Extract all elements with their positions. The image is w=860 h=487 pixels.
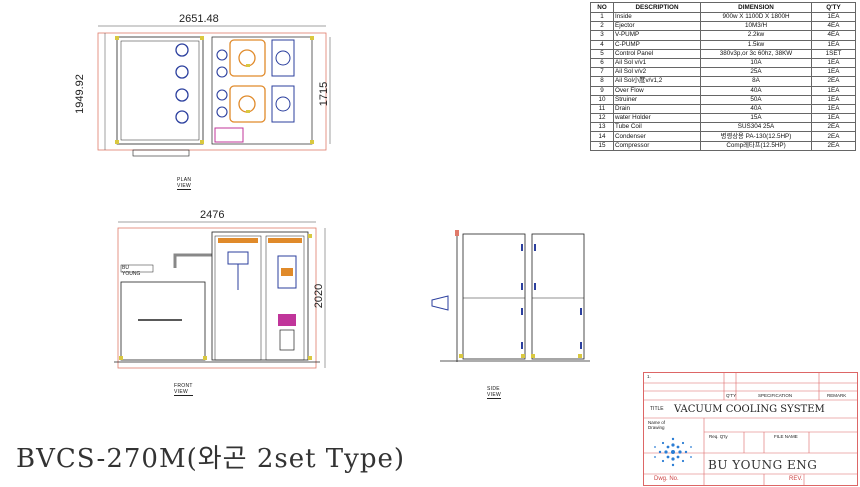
- bom-cell-qty: 2EA: [811, 140, 856, 151]
- bom-cell-dimension: 10A: [700, 57, 812, 69]
- bom-cell-description: Ail Sol小度v/v1,2: [613, 76, 701, 87]
- plan-width-dimension: 2651.48: [179, 13, 219, 25]
- bom-header-dimension: DIMENSION: [700, 2, 812, 13]
- rev-label: REV.: [789, 476, 803, 482]
- bom-cell-description: V-PUMP: [613, 30, 701, 41]
- bom-cell-qty: 1EA: [811, 94, 856, 105]
- bom-cell-dimension: SUS304 25A: [700, 122, 812, 133]
- title-label: TITLE: [650, 406, 664, 412]
- bom-cell-description: Ail Sol v/v2: [613, 67, 701, 78]
- bom-cell-qty: 1EA: [811, 11, 856, 23]
- front-view-label: FRONT VIEW: [174, 383, 193, 396]
- bom-cell-qty: 4EA: [811, 21, 856, 32]
- bom-cell-qty: 1EA: [811, 67, 856, 78]
- company-logo: [654, 437, 692, 467]
- bom-cell-dimension: 8A: [700, 76, 812, 87]
- bom-cell-qty: 1EA: [811, 85, 856, 96]
- specification-header: SPECIFICATION: [758, 393, 793, 398]
- bom-cell-dimension: 2.2kw: [700, 30, 812, 41]
- bom-cell-dimension: 50A: [700, 94, 812, 105]
- model-title: BVCS-270M(와곤 2set Type): [16, 444, 406, 474]
- qty-header: Q'TY: [726, 393, 737, 398]
- bom-cell-description: Struiner: [613, 94, 701, 105]
- bom-cell-qty: 1EA: [811, 39, 856, 50]
- bom-cell-description: Ejector: [613, 21, 701, 32]
- bom-cell-qty: 1EA: [811, 113, 856, 124]
- bom-header-description: DESCRIPTION: [613, 2, 701, 13]
- bom-cell-description: Control Panel: [613, 48, 701, 59]
- bom-cell-description: C-PUMP: [613, 39, 701, 50]
- bom-cell-description: Drain: [613, 103, 701, 115]
- bom-cell-qty: 4EA: [811, 30, 856, 41]
- file-name-label: FILE NAME: [774, 434, 798, 439]
- bom-cell-description: Tube Coil: [613, 122, 701, 133]
- bom-cell-dimension: 병령상용 PA-130(12.5HP): [700, 131, 812, 142]
- plan-view-label: PLAN VIEW: [177, 177, 192, 190]
- remark-header: REMARK: [827, 393, 847, 398]
- bom-cell-dimension: 900w X 1100D X 1800H: [700, 11, 812, 23]
- bom-cell-description: Ail Sol v/v1: [613, 57, 701, 69]
- bom-cell-description: water Holder: [613, 113, 701, 124]
- bom-cell-qty: 2EA: [811, 122, 856, 133]
- company-name: BU YOUNG ENG: [708, 458, 818, 472]
- bom-cell-description: Compressor: [613, 140, 701, 151]
- dwg-no-label: Dwg. No.: [654, 476, 679, 482]
- bom-cell-dimension: 1.5kw: [700, 39, 812, 50]
- req-qty-label: Req. Q'ty: [709, 434, 728, 439]
- bom-cell-dimension: 40A: [700, 85, 812, 96]
- bom-cell-qty: 2EA: [811, 76, 856, 87]
- bom-cell-description: Over Flow: [613, 85, 701, 96]
- bom-header-qty: Q'TY: [811, 2, 856, 13]
- rev-mark: 1.: [647, 374, 651, 379]
- bom-cell-dimension: 40A: [700, 103, 812, 115]
- bom-cell-description: Inside: [613, 11, 701, 23]
- bom-cell-qty: 1SET: [811, 48, 856, 59]
- bom-cell-dimension: 380v3p,or 3c 60hz, 38KW: [700, 48, 812, 59]
- bom-cell-dimension: 25A: [700, 67, 812, 78]
- bom-cell-qty: 2EA: [811, 131, 856, 142]
- side-view-label: SIDE VIEW: [487, 386, 501, 399]
- bom-cell-qty: 1EA: [811, 103, 856, 115]
- bom-cell-qty: 1EA: [811, 57, 856, 69]
- bom-cell-dimension: Comp레타프(12.5HP): [700, 140, 812, 151]
- unit-badge: BU YOUNG: [122, 265, 141, 277]
- drawing-title: VACUUM COOLING SYSTEM: [674, 404, 825, 415]
- bom-cell-dimension: 10M3/H: [700, 21, 812, 32]
- bom-cell-dimension: 15A: [700, 113, 812, 124]
- bom-cell-description: Condenser: [613, 131, 701, 142]
- title-block: 1. Q'TY SPECIFICATION REMARK TITLE VACUU…: [643, 372, 858, 486]
- name-of-drawing-label: Name of Drawing: [648, 420, 666, 430]
- front-width-dimension: 2476: [200, 209, 225, 221]
